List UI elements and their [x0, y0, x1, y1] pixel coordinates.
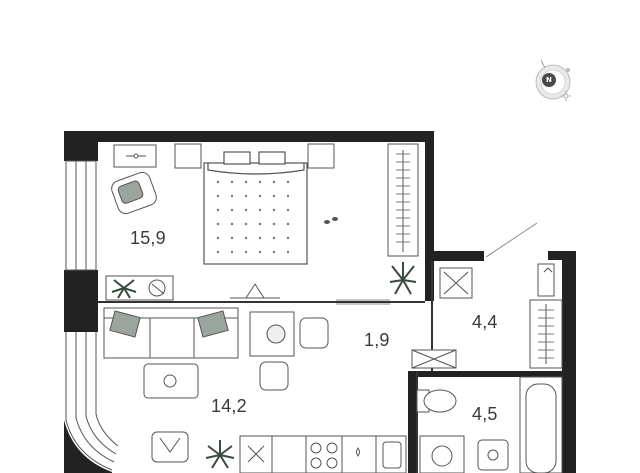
utility-box-icon — [411, 349, 457, 369]
area-label-bedroom: 15,9 — [130, 228, 166, 248]
compass-north-label: N — [546, 76, 552, 84]
kitchen-counter-icon — [239, 435, 407, 473]
plant-small-icon — [111, 279, 137, 299]
tv-stand-icon — [230, 283, 280, 299]
armchair-small-icon — [151, 431, 189, 463]
kitchen-plant-icon — [205, 440, 235, 469]
window-left-lower — [65, 332, 119, 471]
area-label-bathroom: 4,5 — [472, 404, 498, 424]
nightstand-left-icon — [174, 143, 202, 169]
sink-icon — [477, 439, 509, 471]
bed-icon — [203, 151, 308, 265]
door-gaps — [336, 222, 538, 305]
nightstand-right-icon — [307, 143, 335, 169]
desk-icon — [113, 144, 157, 168]
chair-bottom-icon — [259, 361, 289, 391]
sofa-icon — [103, 307, 239, 359]
bed-pattern — [216, 180, 290, 254]
toilet-icon — [416, 389, 457, 413]
plant-icon — [389, 262, 417, 295]
dining-table-icon — [249, 311, 295, 357]
bathtub-icon — [519, 376, 563, 473]
armchair-icon — [111, 171, 157, 215]
compass-icon — [535, 59, 571, 101]
coffee-table-icon — [143, 363, 199, 399]
chair-right-icon — [299, 317, 329, 349]
footprints-icon — [324, 217, 338, 224]
bedroom-shelf-icon — [105, 275, 174, 301]
area-label-hall: 4,4 — [472, 312, 498, 332]
area-label-corridor: 1,9 — [364, 330, 390, 350]
hall-wardrobe-icon — [529, 263, 563, 369]
window-left-upper — [65, 160, 97, 271]
hall-cabinet-icon — [439, 267, 473, 299]
washer-icon — [419, 435, 465, 473]
area-label-living-kitchen: 14,2 — [211, 396, 247, 416]
wardrobe-icon — [387, 143, 419, 257]
exterior-walls — [64, 131, 576, 473]
